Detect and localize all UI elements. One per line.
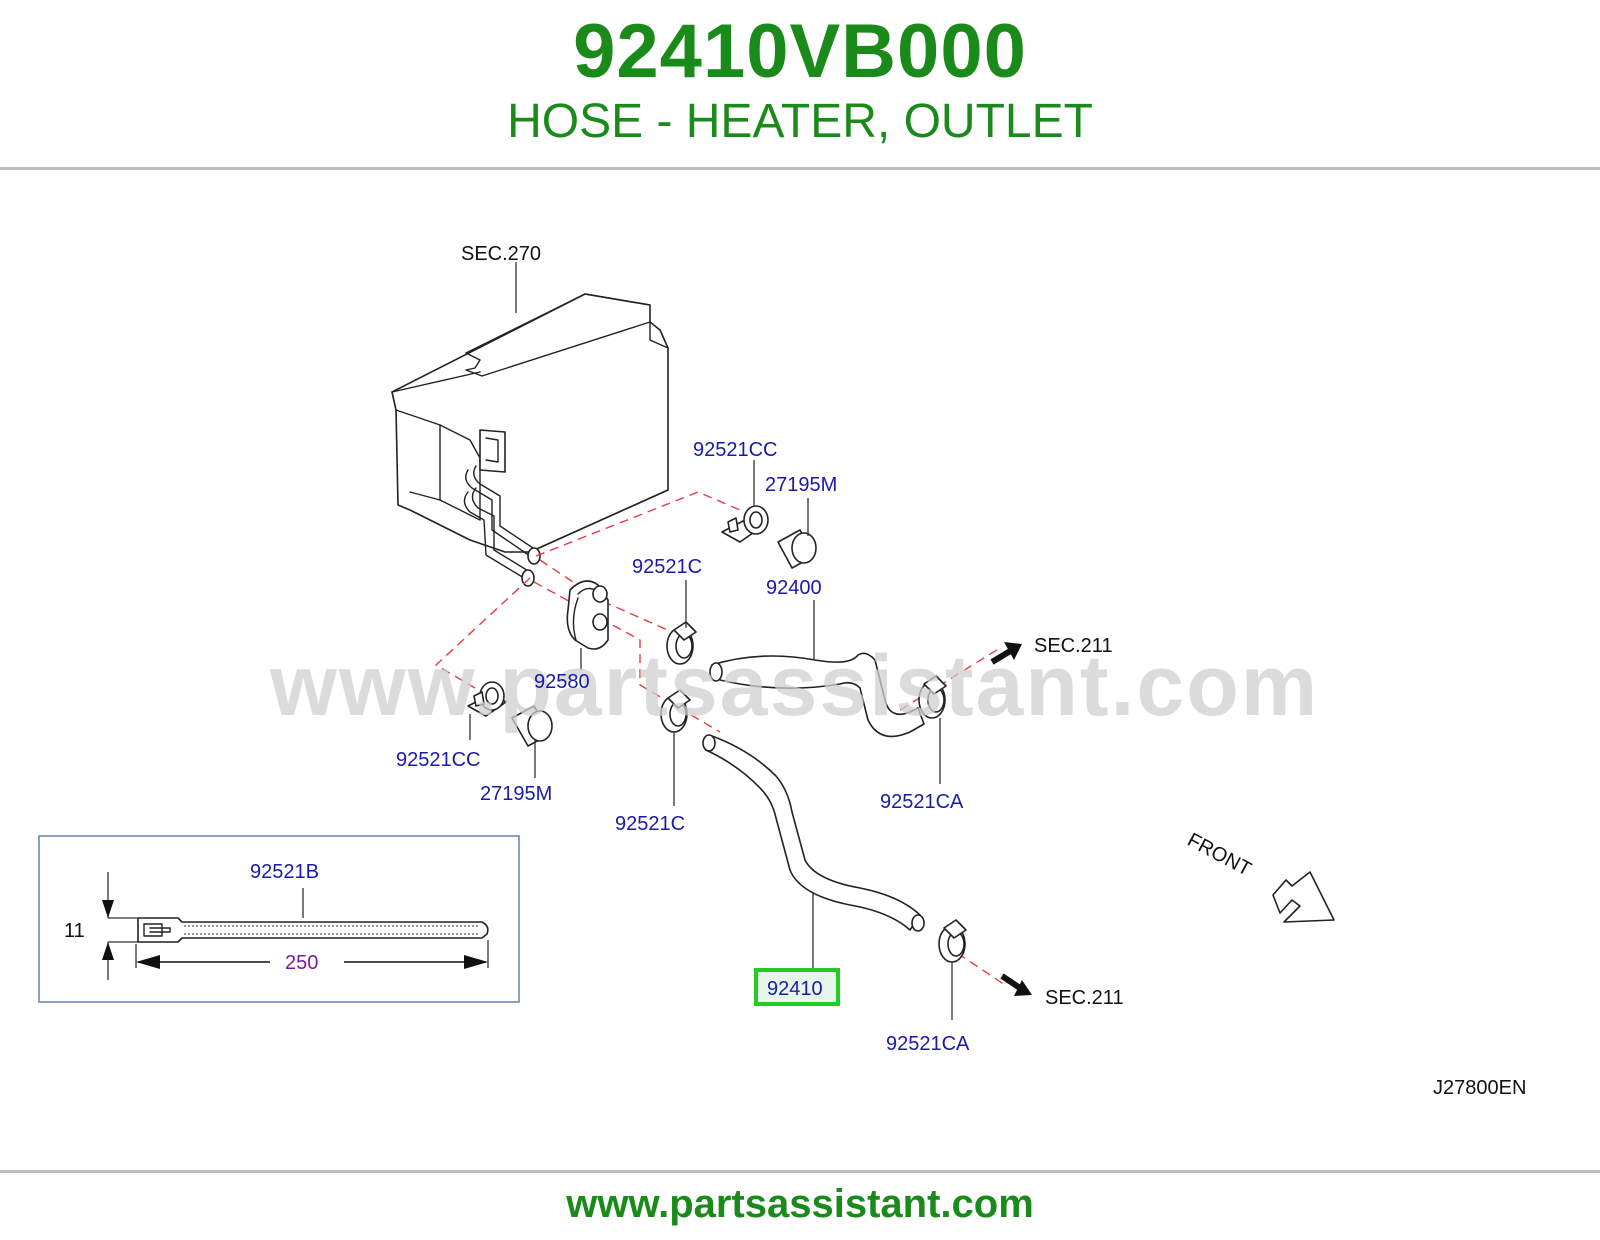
grommet-92580-drawing (566, 580, 609, 650)
clamp-92521ca-upper-drawing (918, 675, 947, 719)
callout-92400[interactable]: 92400 (766, 577, 822, 599)
callout-27195m-lower[interactable]: 27195M (480, 783, 552, 805)
clamp-92521ca-lower-drawing (938, 919, 967, 963)
heater-unit-drawing (391, 293, 669, 587)
grommet-27195m-lower-drawing (511, 705, 553, 747)
callout-92521cc-lower[interactable]: 92521CC (396, 749, 481, 771)
front-arrow-icon (1272, 871, 1335, 923)
callout-92580[interactable]: 92580 (534, 671, 590, 693)
footer-divider (0, 1170, 1600, 1173)
clip-lower-drawing (467, 681, 507, 717)
clip-upper-drawing (721, 505, 769, 543)
label-front: FRONT (1184, 829, 1255, 881)
clamp-92521c-lower-drawing (660, 689, 691, 733)
label-sec270: SEC.270 (461, 243, 541, 265)
part-number-title: 92410VB000 (573, 9, 1027, 94)
callout-92521c-lower[interactable]: 92521C (615, 813, 685, 835)
inset-cable-tie: 92521B 11 250 (38, 835, 520, 1003)
dimension-height: 11 (64, 920, 85, 942)
arrow-lower-sec211 (1000, 973, 1032, 996)
hose-92410-drawing (702, 734, 925, 932)
callout-92410[interactable]: 92410 (767, 978, 823, 1000)
callout-92521ca-lower[interactable]: 92521CA (886, 1033, 970, 1055)
leader-lines (469, 262, 953, 1020)
part-description: HOSE - HEATER, OUTLET (507, 95, 1093, 148)
footer-url-link[interactable]: www.partsassistant.com (566, 1182, 1034, 1226)
watermark-text: www.partsassistant.com (269, 638, 1319, 734)
label-sec211-upper: SEC.211 (1034, 635, 1113, 657)
arrow-upper-sec211 (990, 642, 1022, 665)
callout-92521c-upper[interactable]: 92521C (632, 556, 702, 578)
clamp-92521c-upper-drawing (666, 621, 697, 665)
callout-27195m-upper[interactable]: 27195M (765, 474, 837, 496)
grommet-27195m-upper-drawing (777, 529, 817, 569)
highlight-box-92410[interactable] (754, 968, 840, 1006)
callout-92521cc-upper[interactable]: 92521CC (693, 439, 778, 461)
hose-92400-drawing (709, 652, 925, 738)
drawing-code: J27800EN (1433, 1077, 1526, 1099)
dimension-length: 250 (285, 952, 318, 974)
callout-92521ca-upper[interactable]: 92521CA (880, 791, 964, 813)
header-divider (0, 167, 1600, 170)
callout-92521b[interactable]: 92521B (250, 861, 319, 883)
label-sec211-lower: SEC.211 (1045, 987, 1124, 1009)
page-header: 92410VB000 HOSE - HEATER, OUTLET (0, 0, 1600, 168)
